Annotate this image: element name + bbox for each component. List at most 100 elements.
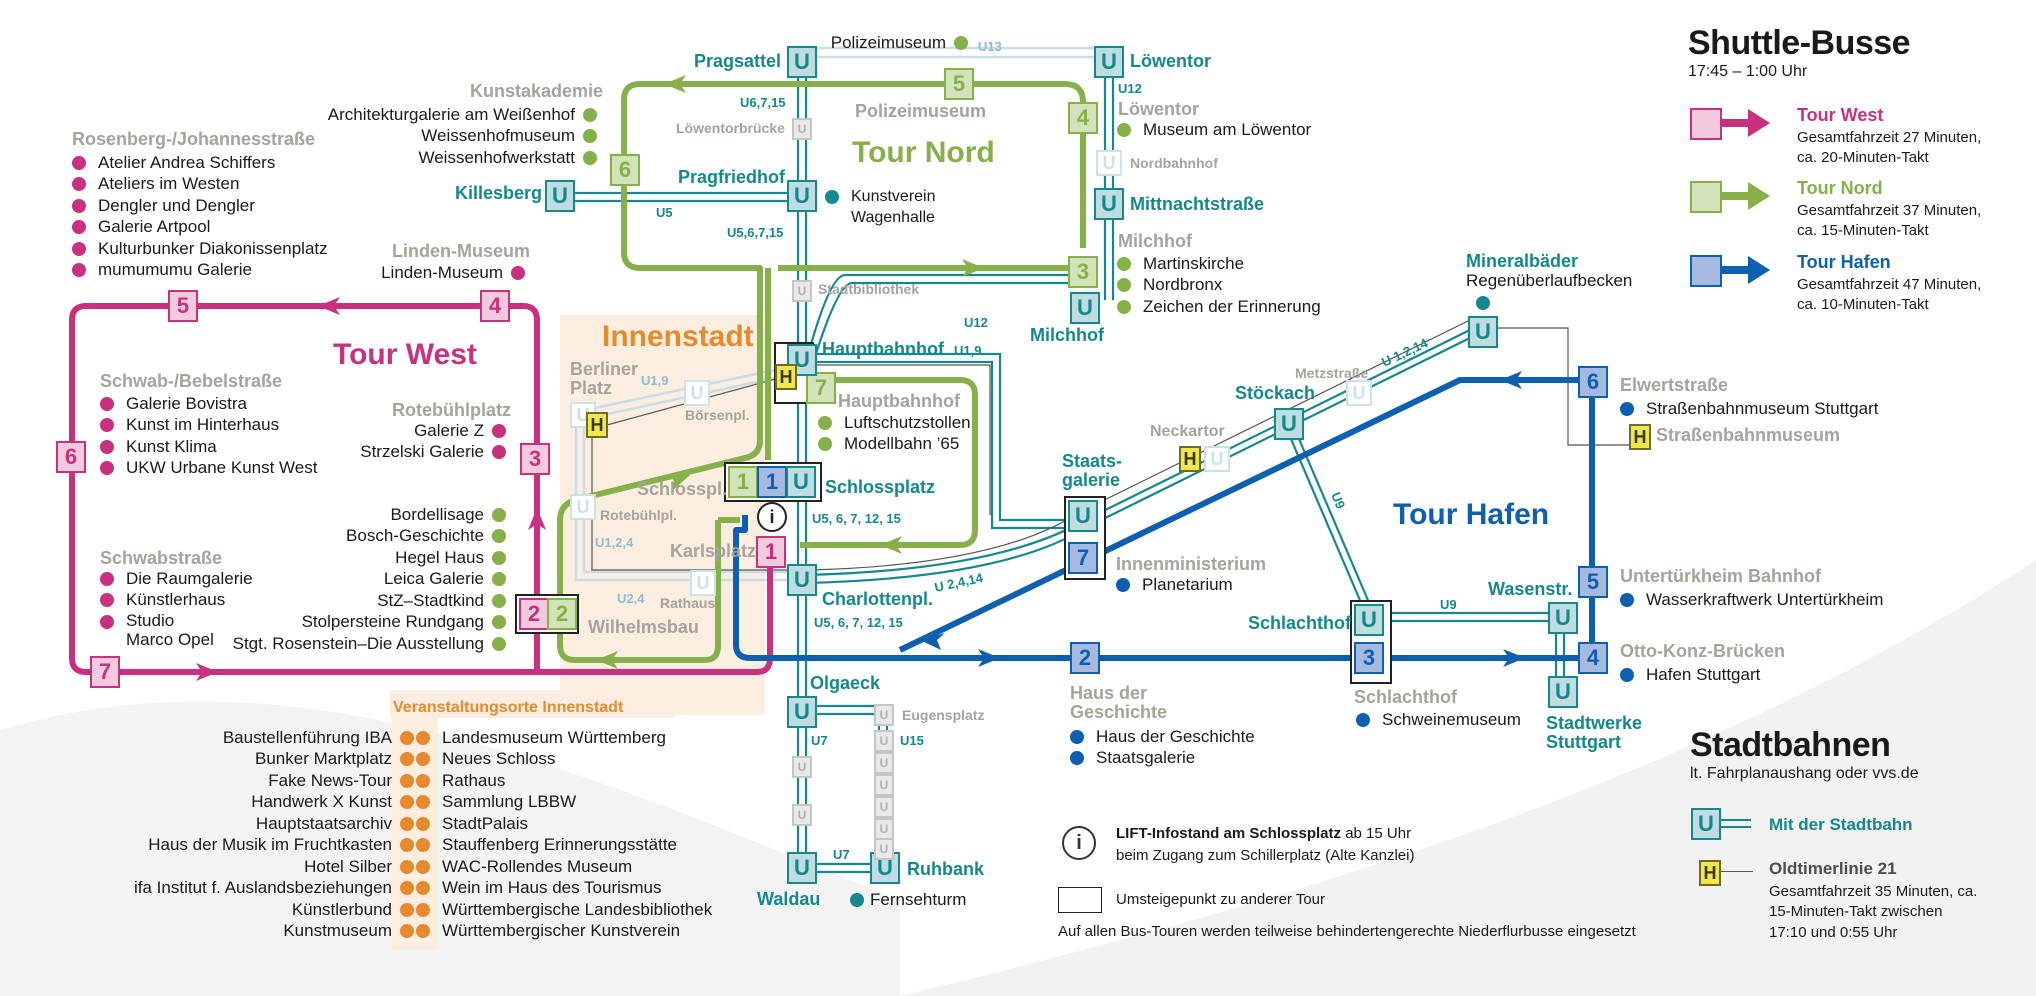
- list-item: Martinskirche: [1117, 253, 1321, 275]
- u-station-neckartor[interactable]: U: [1204, 446, 1230, 472]
- hafen-stop-7[interactable]: 7: [1068, 542, 1098, 574]
- hafen-otto-konz-title: Otto-Konz-Brücken: [1620, 641, 1785, 661]
- innenstadt-venue-band: [390, 690, 675, 718]
- u-station-waldau[interactable]: U: [787, 852, 817, 884]
- list-item: Schweinemuseum: [1356, 709, 1521, 731]
- west-stop-3[interactable]: 3: [520, 443, 550, 475]
- west-linden-title: Linden-Museum: [392, 241, 530, 261]
- west-stop-4[interactable]: 4: [480, 290, 510, 322]
- legend-hafen-name: Tour Hafen: [1797, 252, 1891, 272]
- u-station-boersenplatz[interactable]: U: [684, 380, 710, 406]
- hafen-stop-4[interactable]: 4: [1578, 642, 1608, 674]
- hafen-stop-1[interactable]: 1: [757, 466, 787, 498]
- list-item: Stolpersteine Rundgang: [200, 612, 506, 634]
- hafen-elwertstrasse-title: Elwertstraße: [1620, 375, 1729, 395]
- west-stop-6[interactable]: 6: [56, 441, 86, 473]
- u-station-staatsgalerie[interactable]: U: [1068, 500, 1098, 532]
- nord-stop-4[interactable]: 4: [1068, 102, 1098, 134]
- u-station-loewentor[interactable]: U: [1094, 46, 1124, 78]
- hafen-haus-der-geschichte-title: Haus der Geschichte: [1070, 683, 1168, 722]
- west-schwabstrasse-title: Schwabstraße: [100, 548, 223, 568]
- tour-west-arrows: [196, 297, 546, 681]
- list-item: Wein im Haus des Tourismus: [416, 878, 712, 900]
- line-label-u5: U5: [656, 205, 673, 220]
- line-label-u5671215-a: U5, 6, 7, 12, 15: [812, 511, 901, 526]
- legend-nord-arrow-icon: [1720, 192, 1750, 200]
- u-station-u7-mid-1[interactable]: U: [792, 756, 812, 778]
- oldtimer-stop-hauptbahnhof[interactable]: H: [775, 364, 797, 390]
- station-label-loewentor: Löwentor: [1130, 51, 1211, 71]
- list-item: Kunstmuseum: [100, 921, 414, 943]
- u-station-rotebuehlplatz[interactable]: U: [570, 494, 596, 520]
- u-station-mittnachtstrasse[interactable]: U: [1094, 188, 1124, 220]
- u-station-mineralbaeder[interactable]: U: [1468, 316, 1498, 348]
- station-label-milchhof: Milchhof: [1030, 325, 1104, 345]
- line-label-u24: U2,4: [617, 591, 645, 606]
- u-station-stadtwerke[interactable]: U: [1548, 676, 1578, 708]
- oldtimer-stop-berliner-platz[interactable]: H: [586, 412, 608, 438]
- list-item: Künstlerhaus: [100, 590, 270, 612]
- u-station-eugensplatz[interactable]: U: [874, 704, 894, 726]
- u-station-u15-3[interactable]: U: [874, 774, 894, 796]
- u-station-charlottenplatz[interactable]: U: [787, 564, 817, 596]
- hafen-stop-3[interactable]: 3: [1354, 642, 1384, 674]
- info-icon[interactable]: i: [757, 502, 787, 532]
- legend-hafen-box: [1690, 255, 1722, 287]
- u-station-pragfriedhof[interactable]: U: [787, 180, 817, 212]
- u-station-olgaeck[interactable]: U: [787, 696, 817, 728]
- list-item: Wagenhalle: [851, 209, 935, 227]
- nord-stop-7[interactable]: 7: [806, 372, 836, 404]
- list-item: Fake News-Tour: [100, 770, 414, 792]
- u-station-u15-2[interactable]: U: [874, 752, 894, 774]
- list-item: Luftschutzstollen: [818, 412, 971, 434]
- nord-milchhof-list: Martinskirche Nordbronx Zeichen der Erin…: [1117, 253, 1321, 318]
- hafen-stop-2[interactable]: 2: [1070, 642, 1100, 674]
- tour-nord-route: [557, 81, 1086, 663]
- arrow-west: [318, 297, 340, 315]
- u-station-killesberg[interactable]: U: [545, 180, 575, 212]
- west-stop-5[interactable]: 5: [168, 290, 198, 322]
- oldtimer-stop-neckartor[interactable]: H: [1179, 446, 1201, 472]
- u-station-schlachthof[interactable]: U: [1354, 604, 1384, 636]
- lift-info-line2: beim Zugang zum Schillerplatz (Alte Kanz…: [1116, 847, 1415, 864]
- u-station-schlossplatz[interactable]: U: [786, 466, 816, 498]
- u-station-pragsattel[interactable]: U: [787, 46, 817, 78]
- u-station-metzstrasse[interactable]: U: [1346, 380, 1372, 406]
- legend-stadtbahn-label: Mit der Stadtbahn: [1769, 815, 1913, 834]
- west-stop-1[interactable]: 1: [756, 536, 786, 568]
- u-station-nordbahnhof[interactable]: U: [1096, 150, 1122, 176]
- u-station-wasenstrasse[interactable]: U: [1548, 602, 1578, 634]
- u-station-loewentorbruecke[interactable]: U: [792, 118, 812, 140]
- west-stop-2[interactable]: 2: [519, 598, 549, 630]
- west-stop-7[interactable]: 7: [90, 656, 120, 688]
- legend-nord-desc: Gesamtfahrzeit 37 Minuten, ca. 15-Minute…: [1797, 202, 1982, 240]
- u-station-stoeckach[interactable]: U: [1274, 408, 1304, 440]
- u-station-u15-6[interactable]: U: [874, 838, 894, 860]
- list-item: StadtPalais: [416, 813, 712, 835]
- station-label-hauptbahnhof: Hauptbahnhof: [822, 339, 944, 359]
- nord-milchhof-title: Milchhof: [1118, 231, 1192, 251]
- nord-stop-5[interactable]: 5: [944, 68, 974, 100]
- hafen-stop-5[interactable]: 5: [1578, 566, 1608, 598]
- nord-stop-6[interactable]: 6: [610, 154, 640, 186]
- station-label-pragfriedhof: Pragfriedhof: [678, 167, 786, 187]
- nord-stop-2[interactable]: 2: [547, 598, 577, 630]
- nord-stop-3[interactable]: 3: [1068, 256, 1098, 288]
- u-station-milchhof[interactable]: U: [1070, 292, 1100, 324]
- u-station-u15-5[interactable]: U: [874, 818, 894, 840]
- list-item: Neues Schloss: [416, 749, 712, 771]
- nord-stop-1[interactable]: 1: [728, 466, 758, 498]
- u-station-rathaus[interactable]: U: [690, 570, 716, 596]
- tour-hafen-title: Tour Hafen: [1393, 498, 1550, 531]
- oldtimer-stop-strassenbahnmuseum[interactable]: H: [1629, 424, 1651, 450]
- list-item: Galerie Z: [300, 420, 506, 442]
- u-station-u15-4[interactable]: U: [874, 796, 894, 818]
- u-station-stadtbibliothek[interactable]: U: [792, 280, 812, 302]
- hafen-stop-6[interactable]: 6: [1578, 366, 1608, 398]
- line-label-u9-b: U9: [1440, 597, 1457, 612]
- u-station-u7-mid-2[interactable]: U: [792, 804, 812, 826]
- u-station-u15-1[interactable]: U: [874, 730, 894, 752]
- fernsehturm-poi: Fernsehturm: [850, 889, 966, 911]
- list-item: Kulturbunker Diakonissenplatz: [72, 238, 328, 260]
- stadtbahn-lines-secondary: [574, 46, 1100, 582]
